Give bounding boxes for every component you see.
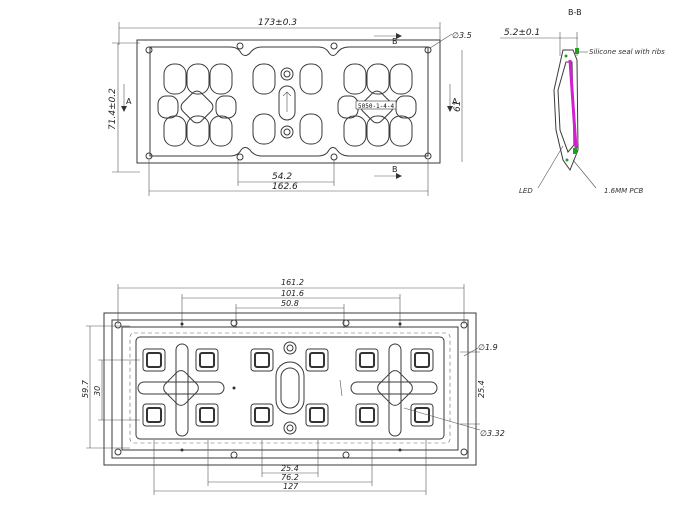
- led-cluster-left: [137, 343, 225, 437]
- dim-762: 76.2: [281, 473, 299, 482]
- top-housing-inner: [149, 46, 429, 157]
- dim-127: 127: [283, 482, 299, 491]
- bottom-housing-inner: [111, 319, 469, 459]
- dim-59: 59.7: [81, 379, 90, 398]
- seal-mark: [573, 148, 577, 154]
- dim-overall-width: 173±0.3: [258, 18, 297, 28]
- dim-254-right: 25.4: [477, 380, 486, 398]
- section-view: B-B 5.2±0.1 Silicone seal with ribs LED …: [500, 8, 665, 195]
- mount-hole: [236, 153, 244, 161]
- lens-cluster-middle: [252, 63, 323, 145]
- seal-label: Silicone seal with ribs: [589, 48, 665, 56]
- bottom-housing-gasket: [121, 326, 459, 451]
- led-cluster-middle: [250, 341, 329, 435]
- dim-161: 161.2: [281, 278, 304, 287]
- mount-hole: [236, 42, 244, 50]
- dim-height: 71.4±0.2: [108, 88, 118, 130]
- section-b-top: B: [392, 37, 398, 46]
- mount-hole: [145, 152, 153, 160]
- dim-hole-19: ∅1.9: [478, 343, 498, 352]
- bottom-view: 161.2 101.6 50.8 59.7 30: [81, 278, 505, 495]
- mount-hole: [424, 46, 432, 54]
- section-b-bottom: B: [392, 165, 398, 174]
- mount-hole: [424, 152, 432, 160]
- mount-hole: [330, 42, 338, 50]
- bottom-recess: [135, 336, 445, 440]
- pcb-label: 1.6MM PCB: [604, 187, 644, 195]
- led-label: LED: [519, 187, 533, 195]
- section-title: B-B: [568, 8, 582, 17]
- mount-hole: [330, 153, 338, 161]
- lens-cluster-right: 5050-1-4-4: [337, 63, 417, 147]
- dim-50: 50.8: [281, 299, 299, 308]
- dim-30: 30: [93, 386, 102, 396]
- section-a-left: A: [126, 97, 132, 106]
- dim-hole-332: ∅3.32: [480, 429, 505, 438]
- chip-label: 5050-1-4-4: [358, 103, 395, 110]
- section-a-right: A: [452, 97, 458, 106]
- dim-hole: ∅3.5: [452, 31, 472, 40]
- top-housing-outer: [136, 39, 441, 164]
- dim-inner: 54.2: [272, 172, 292, 182]
- dim-right: 61: [453, 101, 463, 112]
- seal-mark: [575, 48, 579, 54]
- pcb-strip: [568, 59, 578, 149]
- dim-254-bottom: 25.4: [281, 464, 299, 473]
- dim-101: 101.6: [281, 289, 304, 298]
- lens-cluster-left: [157, 63, 237, 147]
- top-view: 173±0.3 B ∅3.5 71.4±0.2 A A 61: [108, 18, 472, 196]
- led-cluster-right: [350, 343, 438, 437]
- mount-hole: [145, 46, 153, 54]
- dim-thickness: 5.2±0.1: [504, 28, 540, 38]
- dim-hole-span: 162.6: [272, 182, 298, 192]
- bottom-housing-outer: [103, 312, 477, 466]
